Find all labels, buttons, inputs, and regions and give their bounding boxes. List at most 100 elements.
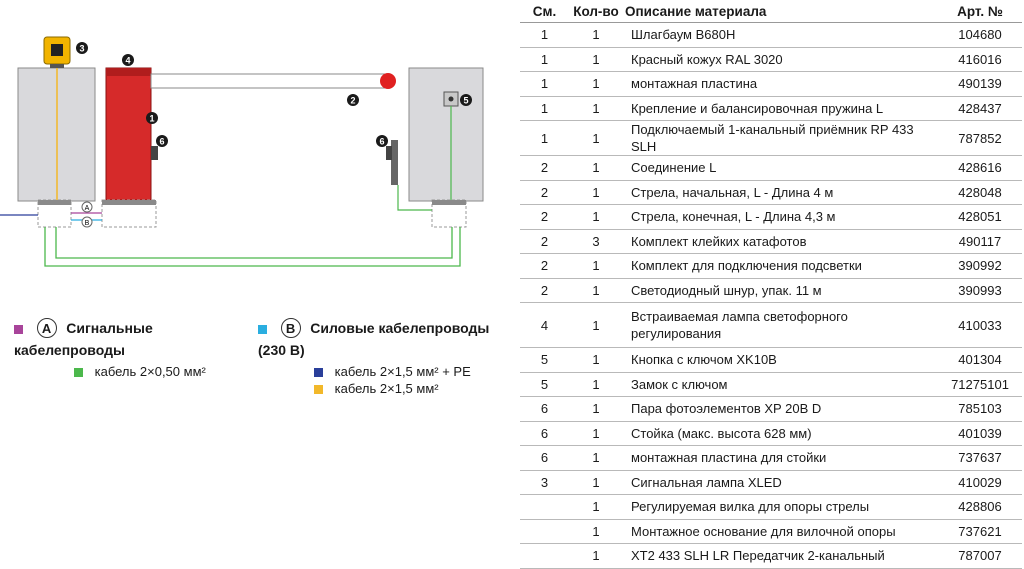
cell-qty: 1: [569, 421, 623, 446]
cell-description: Стрела, конечная, L - Длина 4,3 м: [623, 204, 938, 230]
left-ground-plate: [38, 200, 71, 205]
cell-description: Сигнальная лампа XLED: [623, 470, 938, 495]
cable-label-b-circle: [81, 216, 93, 228]
legend-b-item-1-text: кабель 2×1,5 мм²: [334, 381, 439, 396]
legend-signal: A Сигнальные кабелепроводы кабель 2×0,50…: [14, 316, 244, 379]
col-header-description: Описание материала: [623, 0, 938, 23]
cell-qty: 1: [569, 253, 623, 279]
cell-description: монтажная пластина для стойки: [623, 445, 938, 471]
cell-pos: 5: [520, 347, 569, 373]
cell-qty: 3: [569, 229, 623, 254]
callout-3: 3: [76, 42, 88, 54]
cell-description: Замок с ключом: [623, 372, 938, 397]
cell-pos: [520, 543, 569, 569]
callout-6-left: 6: [156, 135, 168, 147]
cell-qty: 1: [569, 494, 623, 520]
cell-article: 737621: [938, 519, 1022, 544]
cell-description: Комплект клейких катафотов: [623, 229, 938, 254]
callout-1: 1: [146, 112, 158, 124]
callout-2: 2: [347, 94, 359, 106]
cell-description: Подключаемый 1-канальный приёмник RP 433…: [623, 120, 938, 156]
cell-pos: 1: [520, 96, 569, 121]
cell-description: Соединение L: [623, 155, 938, 181]
boom-tip-light: [380, 73, 396, 89]
col-header-qty: Кол-во: [569, 0, 623, 23]
cell-article: 390992: [938, 253, 1022, 279]
cell-description: Красный кожух RAL 3020: [623, 47, 938, 72]
cell-article: 428806: [938, 494, 1022, 520]
svg-text:5: 5: [463, 96, 468, 106]
cell-description: Пара фотоэлементов XP 20B D: [623, 396, 938, 422]
cell-qty: 1: [569, 96, 623, 121]
cell-article: 410033: [938, 302, 1022, 348]
svg-text:1: 1: [149, 114, 154, 124]
cell-pos: 6: [520, 421, 569, 446]
cell-article: 428616: [938, 155, 1022, 181]
installation-diagram: A B 3 4 2 1 6 6 5: [0, 36, 484, 267]
cell-article: 401304: [938, 347, 1022, 373]
cable-label-a: A: [85, 205, 90, 212]
cell-pos: 5: [520, 372, 569, 397]
cell-article: 416016: [938, 47, 1022, 72]
photocell-right: [386, 146, 392, 160]
legend-b-item-1-swatch: [314, 385, 323, 395]
legend-b-letter: B: [280, 318, 301, 338]
cell-pos: 6: [520, 445, 569, 471]
cable-loop-outer: [44, 227, 461, 267]
legend-a-item-0-swatch: [74, 368, 83, 378]
callout-5: 5: [460, 94, 472, 106]
cell-pos: 3: [520, 470, 569, 495]
cell-description: Регулируемая вилка для опоры стрелы: [623, 494, 938, 520]
cell-article: 104680: [938, 22, 1022, 48]
cell-description: Комплект для подключения подсветки: [623, 253, 938, 279]
cell-article: 490117: [938, 229, 1022, 254]
cell-article: 787007: [938, 543, 1022, 569]
cell-article: 401039: [938, 421, 1022, 446]
cell-qty: 1: [569, 372, 623, 397]
cell-qty: 1: [569, 278, 623, 303]
cell-qty: 1: [569, 347, 623, 373]
cell-description: Крепление и балансировочная пружина L: [623, 96, 938, 121]
legend-b-item-0-swatch: [314, 368, 323, 378]
col-header-pos: См.: [520, 0, 569, 23]
callout-4: 4: [122, 54, 134, 66]
cell-article: 787852: [938, 120, 1022, 156]
legend-a-item-0-text: кабель 2×0,50 мм²: [94, 364, 206, 379]
cell-pos: 6: [520, 396, 569, 422]
cell-qty: 1: [569, 22, 623, 48]
legend-a-title-2: кабелепроводы: [14, 342, 125, 358]
cell-pos: 2: [520, 253, 569, 279]
cell-qty: 1: [569, 180, 623, 205]
cell-qty: 1: [569, 396, 623, 422]
photocell-post: [391, 140, 398, 185]
cell-qty: 1: [569, 470, 623, 495]
right-ground-plate: [432, 200, 466, 205]
legend-power: B Силовые кабелепроводы (230 В) кабель 2…: [258, 316, 518, 396]
cell-pos: 2: [520, 229, 569, 254]
col-header-article: Арт. №: [938, 0, 1022, 23]
cable-label-b: B: [85, 220, 90, 227]
cell-pos: 2: [520, 278, 569, 303]
barrier-housing-top: [106, 68, 151, 76]
cell-description: Светодиодный шнур, упак. 11 м: [623, 278, 938, 303]
legend-b-title: Силовые кабелепроводы: [310, 320, 490, 336]
cell-qty: 1: [569, 204, 623, 230]
legend-a-letter: A: [36, 318, 57, 338]
photocell-left: [151, 146, 158, 160]
cell-qty: 1: [569, 543, 623, 569]
cell-pos: 1: [520, 71, 569, 97]
svg-text:4: 4: [125, 56, 130, 66]
cell-pos: 1: [520, 22, 569, 48]
